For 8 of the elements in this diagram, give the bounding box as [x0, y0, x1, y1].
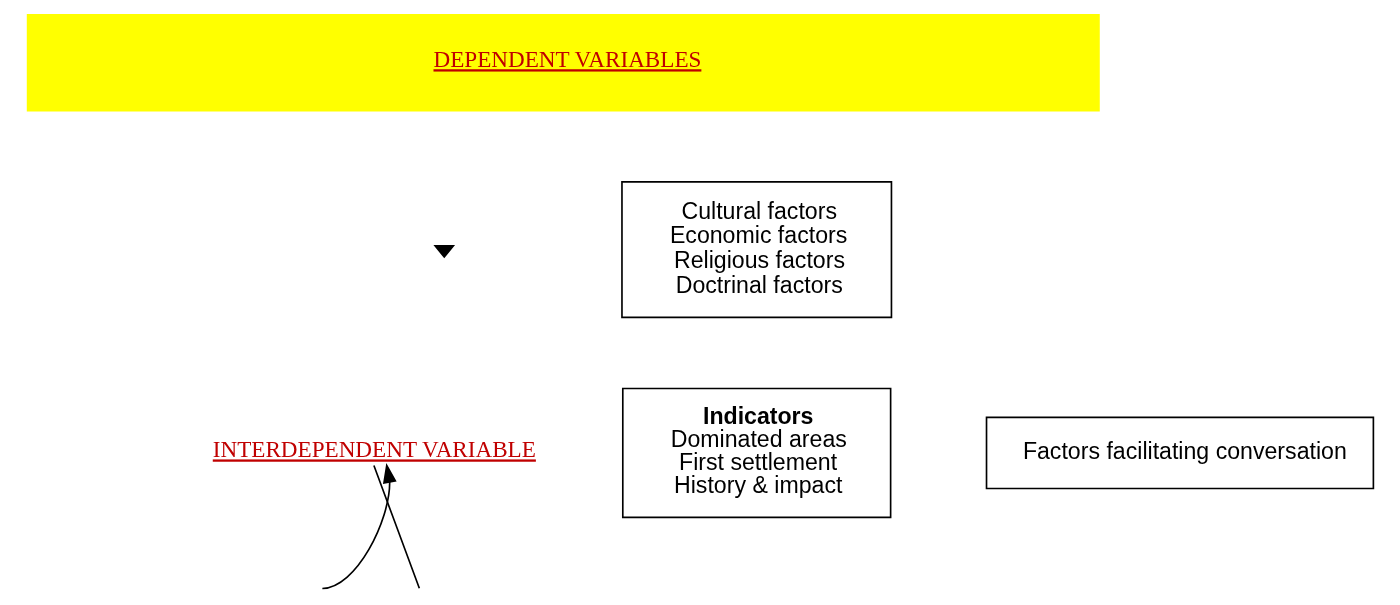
node-triangle: [432, 245, 455, 259]
connector: [372, 464, 420, 590]
node-box: Factors facilitating conversation: [985, 416, 1374, 490]
node-box: Cultural factors Economic factors Religious factors Doctrinal factors: [620, 181, 892, 319]
node-text: INTERDEPENDENT VARIABLE: [212, 436, 536, 463]
node-box: DEPENDENT VARIABLES: [26, 14, 1100, 112]
arrow: [321, 463, 397, 590]
node-box: Indicators Dominated areas First settlement History & impact: [621, 387, 891, 519]
